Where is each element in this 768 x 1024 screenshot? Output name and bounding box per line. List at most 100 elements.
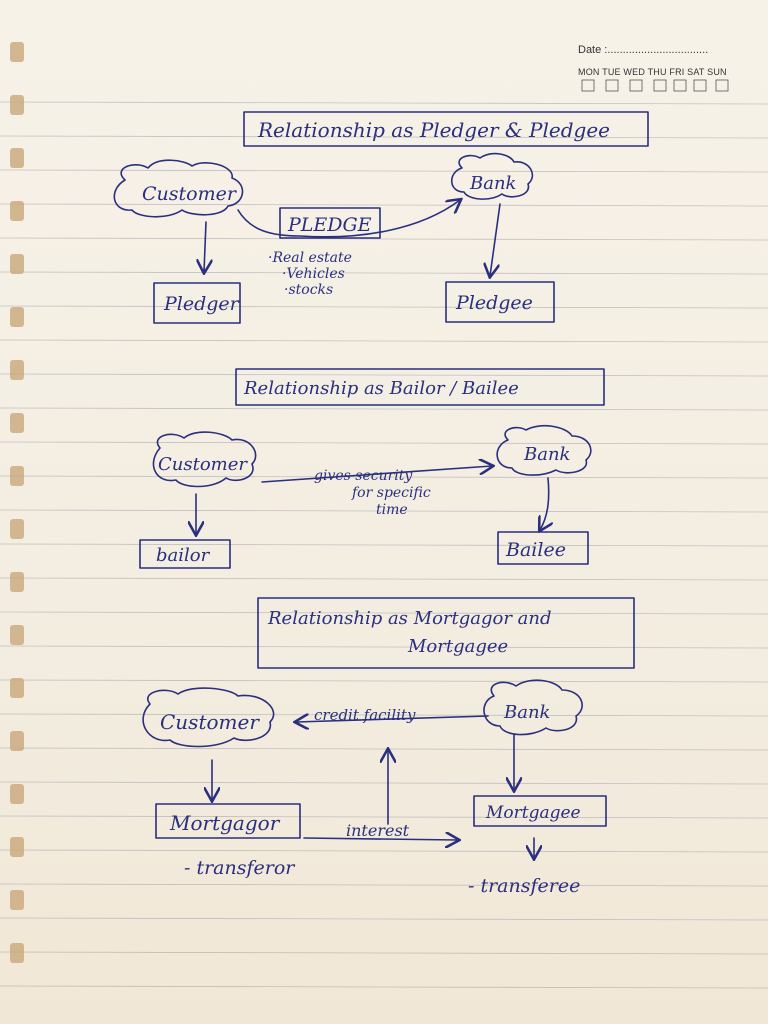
arrow-bank-pledgee <box>490 203 501 276</box>
ruled-line <box>0 815 768 819</box>
spiral-hole <box>10 572 24 592</box>
weekday-row: MON TUE WED THU FRI SAT SUN <box>578 67 727 77</box>
cloud-bank-3 <box>483 679 583 736</box>
title-pledge: Relationship as Pledger & Pledgee <box>257 118 610 142</box>
bank-label-3: Bank <box>503 702 550 723</box>
spiral-hole <box>10 42 24 62</box>
note-line-1: gives security <box>314 468 413 484</box>
section-bailment: Relationship as Bailor / Bailee Customer… <box>139 368 605 569</box>
credit-label: credit facility <box>314 706 416 724</box>
title-box-bailment <box>235 368 605 406</box>
ruled-line <box>0 849 768 853</box>
ruled-line <box>0 271 768 275</box>
cloud-customer-3 <box>142 687 275 748</box>
ruled-line <box>0 747 768 751</box>
ruled-line <box>0 713 768 717</box>
spiral-hole <box>10 148 24 168</box>
ruled-line <box>0 475 768 479</box>
date-label: Date :................................. <box>578 44 709 56</box>
transferor-label: - transferor <box>184 857 296 879</box>
spiral-hole <box>10 307 24 327</box>
pledge-item-3: ·stocks <box>284 282 333 298</box>
spiral-hole <box>10 678 24 698</box>
ruled-line <box>0 339 768 343</box>
spiral-hole <box>10 731 24 751</box>
spiral-hole <box>10 254 24 274</box>
spiral-hole <box>10 519 24 539</box>
spiral-hole <box>10 837 24 857</box>
mortgagee-label: Mortgagee <box>485 803 581 823</box>
ruled-line <box>0 237 768 241</box>
note-line-2: for specific <box>351 485 431 501</box>
spiral-hole <box>10 625 24 645</box>
pledger-label: Pledger <box>163 293 241 315</box>
arrow-interest <box>303 838 458 840</box>
ruled-line <box>0 883 768 887</box>
customer-label-2: Customer <box>158 454 248 475</box>
ruled-line <box>0 781 768 785</box>
spiral-hole <box>10 95 24 115</box>
cloud-bank-1 <box>450 152 534 200</box>
note-line-3: time <box>376 502 408 518</box>
bailor-box <box>139 539 231 569</box>
title-box-mortgage <box>257 597 635 669</box>
ruled-line <box>0 407 768 411</box>
bailee-box <box>497 531 589 565</box>
pledge-box <box>279 207 381 239</box>
title-box-pledge <box>243 111 649 147</box>
day-boxes <box>581 79 729 92</box>
spiral-holes <box>10 42 24 963</box>
cloud-customer-1 <box>113 159 244 218</box>
ruled-line <box>0 645 768 649</box>
ruled-line <box>0 441 768 445</box>
title-bailment: Relationship as Bailor / Bailee <box>243 378 519 399</box>
pledge-item-1: ·Real estate <box>268 250 352 266</box>
arrow-customer-to-bank-1 <box>237 200 460 238</box>
spiral-hole <box>10 413 24 433</box>
spiral-hole <box>10 466 24 486</box>
spiral-hole <box>10 784 24 804</box>
pledgee-label: Pledgee <box>455 292 533 314</box>
cloud-customer-2 <box>152 431 257 488</box>
spiral-hole <box>10 360 24 380</box>
pledge-item-2: ·Vehicles <box>282 266 345 282</box>
ruled-line <box>0 577 768 581</box>
title-mortgage-line1: Relationship as Mortgagor and <box>267 608 552 629</box>
title-mortgage-line2: Mortgagee <box>407 636 508 657</box>
ruled-line <box>0 611 768 615</box>
spiral-hole <box>10 943 24 963</box>
mortgagor-label: Mortgagor <box>169 811 281 835</box>
spiral-hole <box>10 201 24 221</box>
mortgagor-box <box>155 803 301 839</box>
bailee-label: Bailee <box>505 539 566 561</box>
arrow-customer-to-bank-2 <box>261 466 492 483</box>
spiral-hole <box>10 890 24 910</box>
interest-label: interest <box>346 821 410 840</box>
pledge-label: PLEDGE <box>287 214 372 236</box>
ruled-line <box>0 509 768 513</box>
ruled-line <box>0 543 768 547</box>
ruled-line <box>0 951 768 955</box>
ruled-lines <box>0 101 768 989</box>
ruled-line <box>0 305 768 309</box>
ruled-line <box>0 101 768 105</box>
arrow-bank-to-customer-3 <box>296 716 489 722</box>
cloud-bank-2 <box>496 424 592 476</box>
ruled-line <box>0 169 768 173</box>
customer-label-1: Customer <box>142 183 238 205</box>
bailor-label: bailor <box>156 545 211 566</box>
bank-label-1: Bank <box>469 173 516 194</box>
arrow-customer-pledger <box>204 221 206 272</box>
pledgee-box <box>445 281 555 323</box>
arrow-bank-bailee <box>540 477 549 530</box>
mortgagee-box <box>473 795 607 827</box>
transferee-label: - transferee <box>468 875 580 897</box>
bank-label-2: Bank <box>523 444 570 465</box>
ruled-line <box>0 373 768 377</box>
ruled-line <box>0 985 768 989</box>
ruled-line <box>0 917 768 921</box>
pledger-box <box>153 282 241 324</box>
ruled-line <box>0 203 768 207</box>
